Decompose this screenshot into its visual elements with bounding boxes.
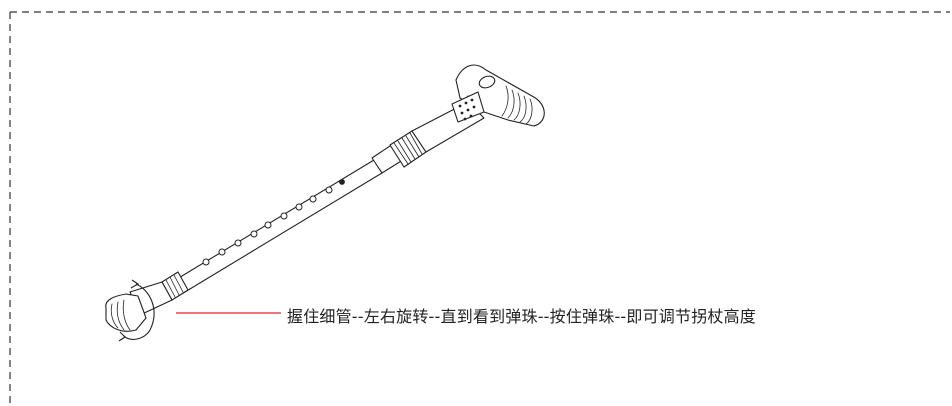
rubber-tip [105,293,147,332]
instruction-text: 握住细管--左右旋转--直到看到弹珠--按住弹珠--即可调节拐杖高度 [287,307,756,326]
rotate-arrow-icon [118,279,155,342]
cane-lower-tube [166,159,383,299]
handle-grip [455,64,545,127]
adjustment-holes [202,179,345,266]
